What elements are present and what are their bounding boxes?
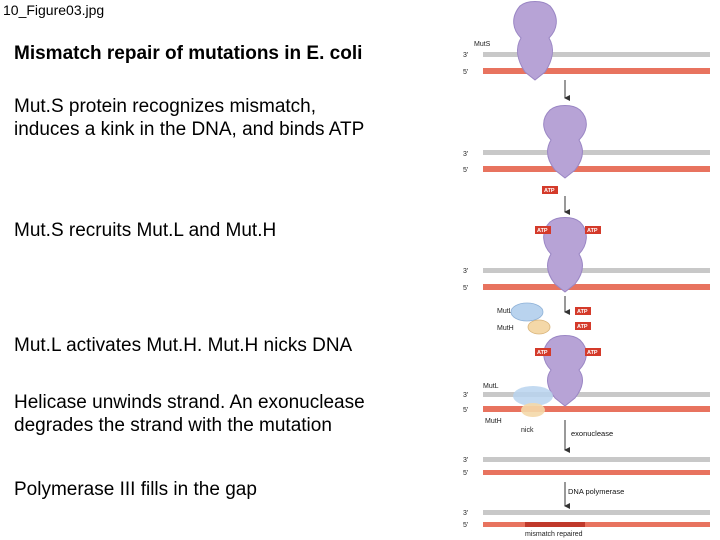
panel-6: 3' 5' mismatch repaired [463, 510, 710, 538]
end-label: 5' [463, 407, 468, 414]
step-line: Polymerase III fills in the gap [14, 479, 257, 500]
step-mut-s-recruits: Mut.S recruits Mut.L and Mut.H [14, 219, 276, 242]
atp-label: ATP [587, 350, 598, 356]
atp-badge [585, 348, 601, 356]
mut-s-protein [513, 1, 557, 81]
bottom-strand [483, 284, 710, 290]
mut-l-label: MutL [497, 308, 513, 315]
bottom-strand [483, 522, 710, 527]
mut-l-label: MutL [483, 383, 499, 390]
top-strand [483, 392, 710, 397]
bottom-strand [483, 470, 710, 475]
mismatch-repaired-label: mismatch repaired [525, 531, 583, 538]
atp-label: ATP [537, 228, 548, 234]
bottom-strand [483, 68, 710, 74]
step-polymerase: Polymerase III fills in the gap [14, 478, 257, 501]
dna-polymerase-label: DNA polymerase [568, 487, 624, 496]
step-line: Mut.S protein recognizes mismatch, [14, 96, 317, 117]
mut-s-protein [543, 105, 587, 179]
mut-h-label: MutH [497, 325, 514, 332]
mut-s-label: MutS [474, 41, 491, 48]
panel-recruitment: MutL MutH ATP ATP [497, 302, 591, 335]
mut-l-protein [510, 302, 544, 322]
top-strand [483, 52, 710, 57]
end-label: 5' [463, 285, 468, 292]
end-label: 3' [463, 457, 468, 464]
mut-h-protein [521, 403, 545, 417]
step-mut-s-recognition: Mut.S protein recognizes mismatch, induc… [14, 95, 364, 141]
top-strand [483, 268, 710, 273]
step-line: Mut.S recruits Mut.L and Mut.H [14, 220, 277, 241]
bottom-strand [483, 166, 710, 172]
step-line: degrades the strand with the mutation [14, 415, 332, 436]
atp-badge [585, 226, 601, 234]
panel-2: 3' 5' ATP [463, 105, 710, 194]
step-line: induces a kink in the DNA, and binds ATP [14, 119, 365, 140]
atp-label: ATP [577, 324, 588, 330]
end-label: 3' [463, 268, 468, 275]
atp-label: ATP [544, 188, 555, 194]
nick-label: nick [521, 427, 534, 434]
atp-badge [535, 226, 551, 234]
mut-s-protein [543, 335, 587, 407]
end-label: 5' [463, 69, 468, 76]
panel-3: 3' 5' ATP ATP [463, 217, 710, 293]
top-strand [483, 510, 710, 515]
step-line: Mut.L activates Mut.H. Mut.H nicks DNA [14, 335, 353, 356]
page-title: Mismatch repair of mutations in E. coli [14, 43, 363, 64]
panel-1: 3' 5' MutS [463, 1, 710, 81]
end-label: 3' [463, 151, 468, 158]
atp-label: ATP [587, 228, 598, 234]
step-mut-l-activates: Mut.L activates Mut.H. Mut.H nicks DNA [14, 334, 352, 357]
mismatch-repair-figure: 3' 5' MutS 3' 5' ATP 3' 5' ATP ATP MutL … [463, 1, 710, 538]
atp-label: ATP [577, 309, 588, 315]
end-label: 3' [463, 52, 468, 59]
top-strand [483, 150, 710, 155]
mut-h-label: MutH [485, 418, 502, 425]
end-label: 5' [463, 470, 468, 477]
atp-badge [542, 186, 558, 194]
panel-4: 3' 5' ATP ATP MutL MutH nick [463, 335, 710, 434]
step-line: Helicase unwinds strand. An exonuclease [14, 392, 365, 413]
atp-badge [575, 322, 591, 330]
file-name: 10_Figure03.jpg [3, 2, 105, 18]
end-label: 3' [463, 392, 468, 399]
bottom-strand [483, 406, 710, 412]
exonuclease-label: exonuclease [571, 429, 613, 438]
end-label: 3' [463, 510, 468, 517]
atp-badge [535, 348, 551, 356]
step-helicase: Helicase unwinds strand. An exonuclease … [14, 391, 365, 437]
mut-s-protein [543, 217, 587, 293]
mut-l-protein [513, 386, 553, 406]
panel-5: 3' 5' [463, 457, 710, 477]
end-label: 5' [463, 522, 468, 529]
end-label: 5' [463, 167, 468, 174]
atp-label: ATP [537, 350, 548, 356]
repaired-segment [525, 522, 585, 527]
top-strand [483, 457, 710, 462]
mut-h-protein [527, 319, 551, 335]
atp-badge [575, 307, 591, 315]
